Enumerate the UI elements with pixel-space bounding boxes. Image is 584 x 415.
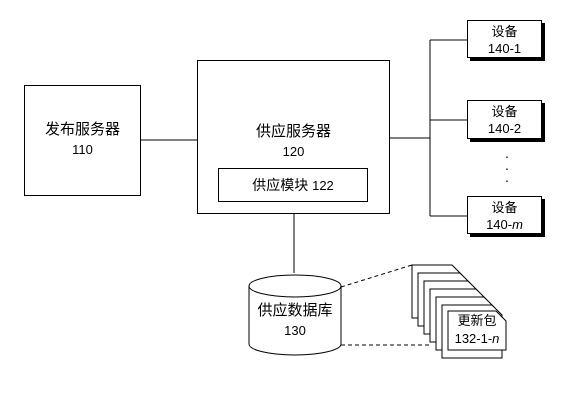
publish-server-box bbox=[24, 85, 141, 196]
update-package-number: 132-1-n bbox=[448, 330, 506, 348]
device-m-number: 140-m bbox=[468, 216, 541, 233]
device-1-number: 140-1 bbox=[487, 41, 522, 56]
ellipsis-dot-3: · bbox=[504, 172, 510, 188]
supply-module-box bbox=[218, 168, 368, 202]
supply-server-name: 供应服务器 bbox=[255, 123, 331, 140]
device-2-number: 140-2 bbox=[487, 121, 522, 136]
device-1-label: 设备 140-1 bbox=[468, 23, 541, 57]
device-2-name: 设备 bbox=[491, 104, 518, 119]
update-package-name: 更新包 bbox=[457, 313, 497, 328]
update-package-stack bbox=[411, 264, 507, 359]
supply-module-text: 供应模块 bbox=[252, 177, 309, 193]
ellipsis-dot-1: · bbox=[504, 148, 510, 164]
supply-module-number: 122 bbox=[312, 178, 334, 193]
database-name: 供应数据库 bbox=[257, 302, 333, 319]
device-m-number-suffix: m bbox=[512, 217, 523, 232]
publish-server-name: 发布服务器 bbox=[44, 121, 120, 138]
publish-server-label: 发布服务器 110 bbox=[24, 120, 141, 160]
update-package-label: 更新包 132-1-n bbox=[448, 312, 506, 348]
device-m-label: 设备 140-m bbox=[468, 199, 541, 233]
update-package-number-prefix: 132-1- bbox=[454, 331, 493, 346]
callout-line-top bbox=[340, 264, 413, 288]
database-label: 供应数据库 130 bbox=[249, 301, 341, 341]
device-m-box: 设备 140-m bbox=[467, 196, 542, 234]
device-ellipsis: · · · bbox=[502, 148, 512, 188]
supply-server-number: 120 bbox=[282, 144, 305, 159]
database-cylinder bbox=[248, 274, 342, 356]
publish-server-number: 110 bbox=[72, 142, 93, 157]
supply-server-label: 供应服务器 120 bbox=[197, 122, 390, 162]
device-1-name: 设备 bbox=[491, 24, 518, 39]
device-2-label: 设备 140-2 bbox=[468, 103, 541, 137]
device-m-name: 设备 bbox=[491, 200, 518, 215]
database-number: 130 bbox=[284, 323, 306, 338]
ellipsis-dot-2: · bbox=[504, 160, 510, 176]
device-m-number-prefix: 140- bbox=[486, 217, 513, 232]
supply-module-label: 供应模块 122 bbox=[218, 175, 368, 196]
device-2-box: 设备 140-2 bbox=[467, 100, 542, 139]
update-package-number-suffix: n bbox=[492, 331, 500, 346]
device-1-box: 设备 140-1 bbox=[467, 20, 542, 58]
